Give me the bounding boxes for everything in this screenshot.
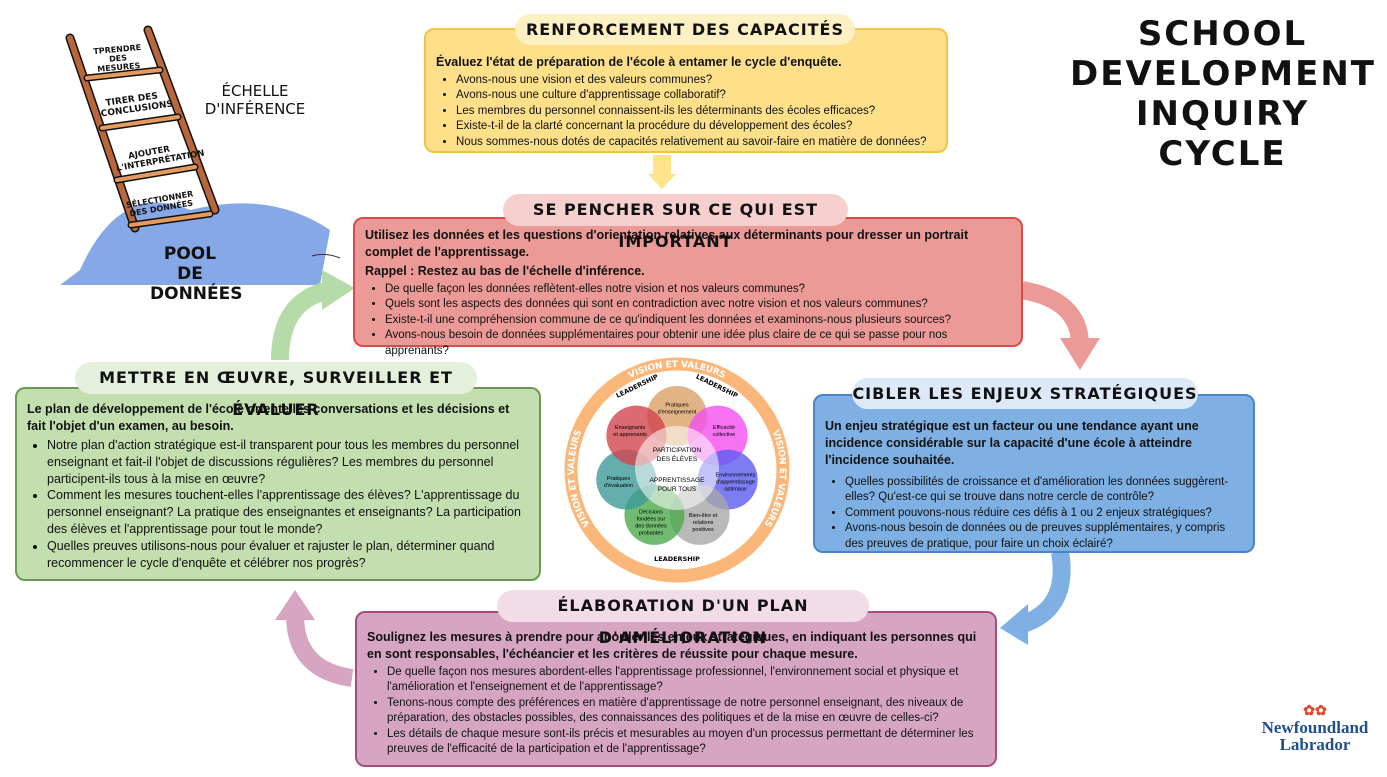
vision-ring [564,357,790,583]
list-item: De quelle façon les données reflètent-el… [385,282,1011,298]
capacity-box: Évaluez l'état de préparation de l'école… [424,28,948,153]
list-item: Les membres du personnel connaissent-ils… [456,104,936,120]
list-item: Comment les mesures touchent-elles l'app… [47,487,529,538]
arrow-red [1020,281,1089,346]
title-line: DEVELOPMENT [1070,54,1376,94]
arrow-pink [286,614,354,687]
list-item: Nous sommes-nous dotés de capacités rela… [456,135,936,151]
logo-text: Newfoundland [1261,718,1369,737]
list-item: Existe-t-il de la clarté concernant la p… [456,119,936,135]
list-item: Avons-nous une culture d'apprentissage c… [456,88,936,104]
pool-label-line: DONNÉES [150,284,243,304]
strategic-heading: CIBLER LES ENJEUX STRATÉGIQUES [852,378,1198,409]
capacity-lead: Évaluez l'état de préparation de l'école… [436,55,842,69]
leadership-label: LEADERSHIP [654,555,700,563]
logo-text: Labrador [1279,735,1351,754]
list-item: Existe-t-il une compréhension commune de… [385,313,1011,329]
list-item: Quels sont les aspects des données qui s… [385,297,1011,313]
implement-lead: Le plan de développement de l'école orie… [27,402,510,433]
plan-box: Soulignez les mesures à prendre pour abo… [355,611,997,767]
important-heading: SE PENCHER SUR CE QUI EST IMPORTANT [503,194,848,251]
plan-heading: ÉLABORATION D'UN PLAN D'AMÉLIORATION [497,590,869,647]
implement-heading: METTRE EN ŒUVRE, SURVEILLER ET ÉVALUER [75,362,477,419]
list-item: Avons-nous besoin de données supplémenta… [385,328,1011,359]
ring-label: VISION ET VALEURS [566,429,591,529]
capacity-heading: RENFORCEMENT DES CAPACITÉS [515,14,855,45]
ladder-illustration [60,25,341,285]
strategic-box: Un enjeu stratégique est un facteur ou u… [813,394,1255,553]
list-item: Notre plan d'action stratégique est-il t… [47,437,529,488]
strategic-list: Quelles possibilités de croissance et d'… [825,475,1243,553]
important-box: Utilisez les données et les questions d'… [353,217,1023,357]
pointer-arrow [311,253,341,259]
arrow-green [271,281,333,361]
plan-list: De quelle façon nos mesures abordent-ell… [367,665,985,758]
page-title: SCHOOL DEVELOPMENT INQUIRY CYCLE [1070,14,1375,174]
list-item: Quelles possibilités de croissance et d'… [845,475,1243,506]
ladder-title-line: D'INFÉRENCE [204,100,306,118]
list-item: Avons-nous une vision et des valeurs com… [456,73,936,89]
title-line: SCHOOL [1137,14,1308,54]
important-lead: Utilisez les données et les questions d'… [365,228,969,259]
capacity-list: Avons-nous une vision et des valeurs com… [436,73,936,151]
ring-label: VISION ET VALEURS [762,429,787,529]
pool-label-line: POOL DE [163,244,217,284]
important-list: De quelle façon les données reflètent-el… [365,282,1011,360]
list-item: Tenons-nous compte des préférences en ma… [387,696,985,727]
list-item: Quelles preuves utilisons-nous pour éval… [47,538,529,572]
list-item: Comment pouvons-nous réduire ces défis à… [845,506,1243,522]
title-line: INQUIRY CYCLE [1135,94,1310,174]
list-item: Les détails de chaque mesure sont-ils pr… [387,727,985,758]
ladder-title-line: ÉCHELLE [221,82,289,100]
arrow-blue [1017,550,1071,634]
strategic-lead: Un enjeu stratégique est un facteur ou u… [825,419,1199,467]
important-reminder: Rappel : Restez au bas de l'échelle d'in… [365,263,645,278]
newfoundland-labrador-logo: ✿✿ Newfoundland Labrador [1250,704,1380,754]
list-item: Avons-nous besoin de données ou de preuv… [845,521,1243,552]
list-item: De quelle façon nos mesures abordent-ell… [387,665,985,696]
pitcher-plant-icon: ✿✿ [1303,704,1327,719]
center-circle [635,426,719,510]
plan-lead: Soulignez les mesures à prendre pour abo… [367,630,977,661]
implement-list: Notre plan d'action stratégique est-il t… [27,437,529,572]
data-pool-shape [60,202,330,285]
